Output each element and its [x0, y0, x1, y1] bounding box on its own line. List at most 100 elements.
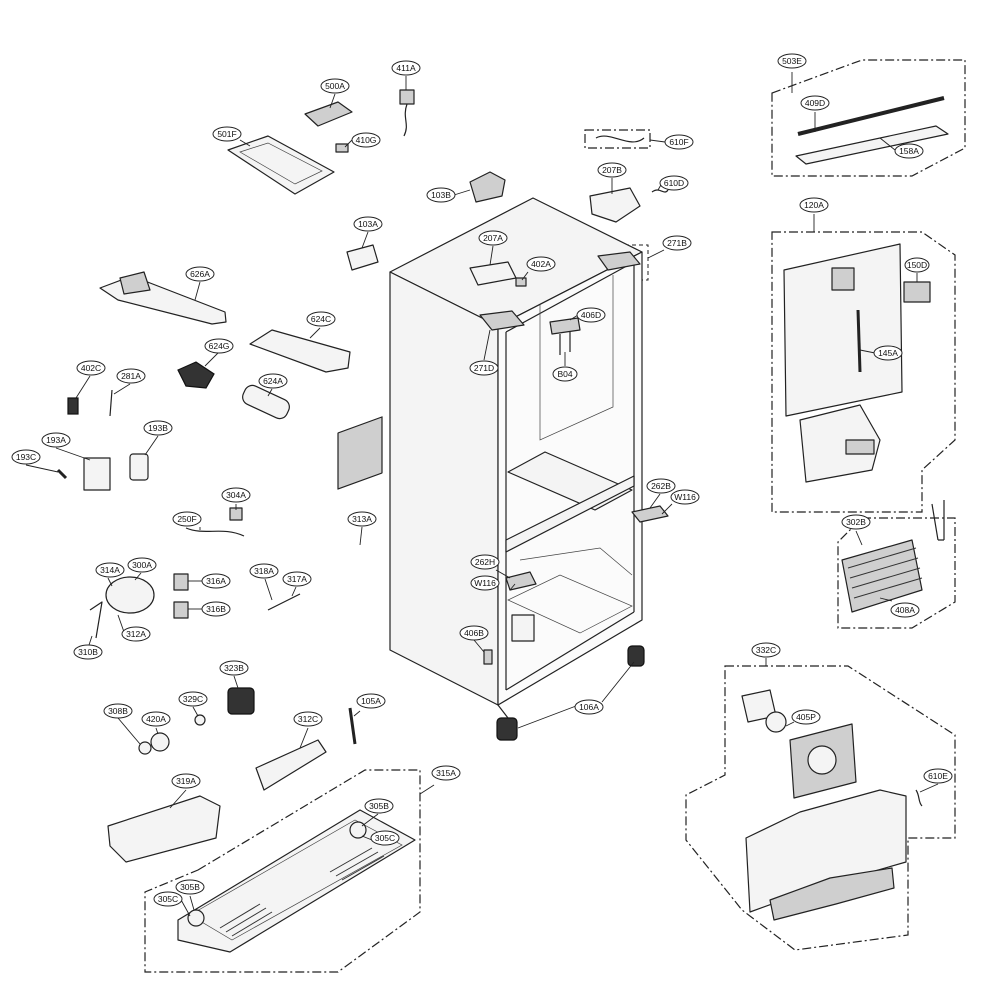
group-outline-332C — [685, 665, 956, 951]
callout-text: 610D — [664, 178, 684, 188]
evaporator-cover — [745, 789, 907, 913]
leader-line — [919, 783, 939, 793]
callout-oval — [751, 642, 781, 658]
hinge-271D — [479, 310, 525, 331]
leader-line — [495, 569, 511, 579]
callout-oval — [873, 345, 903, 361]
callout-text: 207A — [483, 233, 503, 243]
grille-line — [225, 907, 267, 933]
callout-text: 610F — [669, 137, 688, 147]
part-626A-detail — [119, 271, 151, 295]
leader-line — [859, 349, 876, 354]
leader-line — [291, 586, 297, 597]
part-145A — [856, 309, 862, 373]
callout-oval — [212, 126, 242, 142]
callout-oval — [258, 373, 288, 389]
leader-line — [75, 375, 91, 399]
callout-318A: 318A — [249, 563, 279, 579]
leader-line — [267, 388, 273, 397]
part-501F-inner — [239, 142, 323, 185]
callout-314A: 314A — [95, 562, 125, 578]
callout-500A: 500A — [320, 78, 350, 94]
leader-line — [473, 639, 485, 653]
callout-text: 314A — [100, 565, 120, 575]
callout-text: 305B — [180, 882, 200, 892]
callout-text: 329C — [183, 694, 203, 704]
callout-text: 411A — [396, 63, 416, 73]
leader-line — [419, 784, 435, 795]
callout-oval — [478, 230, 508, 246]
callout-406B: 406B — [459, 625, 489, 641]
callout-text: 193B — [148, 423, 168, 433]
callout-text: 402C — [81, 363, 101, 373]
leader-line — [649, 139, 666, 143]
leader-line — [361, 835, 373, 841]
cabinet-liner-top — [505, 261, 635, 333]
callout-305B-right: 305B — [364, 798, 394, 814]
callout-oval — [799, 197, 829, 213]
leader-line — [204, 352, 219, 367]
callout-text: 305C — [158, 894, 178, 904]
callout-oval — [204, 338, 234, 354]
callout-oval — [11, 449, 41, 465]
evaporator-302B — [841, 539, 923, 613]
leader-line — [155, 727, 159, 735]
machine-cover-315A — [177, 809, 416, 953]
fin — [853, 577, 923, 599]
leader-line — [517, 705, 577, 729]
part-312C — [255, 739, 327, 791]
leader-line — [299, 727, 309, 749]
leader-line — [661, 503, 673, 515]
part-313A — [337, 416, 383, 490]
fan-blade — [807, 745, 837, 775]
part-323B — [227, 687, 255, 715]
callout-oval — [353, 216, 383, 232]
callout-W116-right: W116 — [670, 489, 700, 505]
callout-text: 262H — [475, 557, 495, 567]
callout-text: 250F — [177, 514, 196, 524]
part-120A-module — [831, 267, 855, 291]
callout-text: 409D — [805, 98, 825, 108]
callout-410G: 410G — [351, 132, 381, 148]
fan-305B — [187, 909, 205, 927]
callout-W116-left: W116 — [470, 575, 500, 591]
callout-oval — [175, 879, 205, 895]
grille-line — [335, 851, 379, 877]
callout-text: 106A — [579, 702, 599, 712]
callout-313A: 313A — [347, 511, 377, 527]
callout-193B: 193B — [143, 420, 173, 436]
part-158A — [795, 125, 949, 165]
leader-line — [192, 706, 199, 717]
callout-oval — [172, 511, 202, 527]
callout-319A: 319A — [171, 773, 201, 789]
part-410G — [335, 143, 349, 153]
callout-332C: 332C — [751, 642, 781, 658]
callout-302B: 302B — [841, 514, 871, 530]
part-193C — [56, 468, 68, 480]
group-outline-610F — [584, 129, 651, 149]
leader-line — [361, 231, 369, 249]
leader-line — [329, 93, 336, 109]
callout-text: W116 — [674, 492, 696, 502]
callout-oval — [894, 143, 924, 159]
part-103A — [346, 244, 379, 271]
callout-text: 316A — [206, 576, 226, 586]
leader-line — [117, 614, 125, 633]
callout-329C: 329C — [178, 691, 208, 707]
callout-text: 332C — [756, 645, 776, 655]
callout-text: 406B — [464, 628, 484, 638]
callout-text: 120A — [804, 200, 824, 210]
callout-310B: 310B — [73, 644, 103, 660]
callout-281A: 281A — [116, 368, 146, 384]
callout-text: 312A — [126, 629, 146, 639]
callout-oval — [526, 256, 556, 272]
callout-B04: B04 — [552, 366, 578, 382]
dispenser-panel — [845, 439, 875, 455]
leader-line — [649, 493, 661, 509]
callout-oval — [153, 891, 183, 907]
machine-cover-inner — [189, 819, 403, 941]
callout-text: 304A — [226, 490, 246, 500]
part-406B — [483, 649, 493, 665]
callout-text: 302B — [846, 517, 866, 527]
callout-oval — [659, 175, 689, 191]
